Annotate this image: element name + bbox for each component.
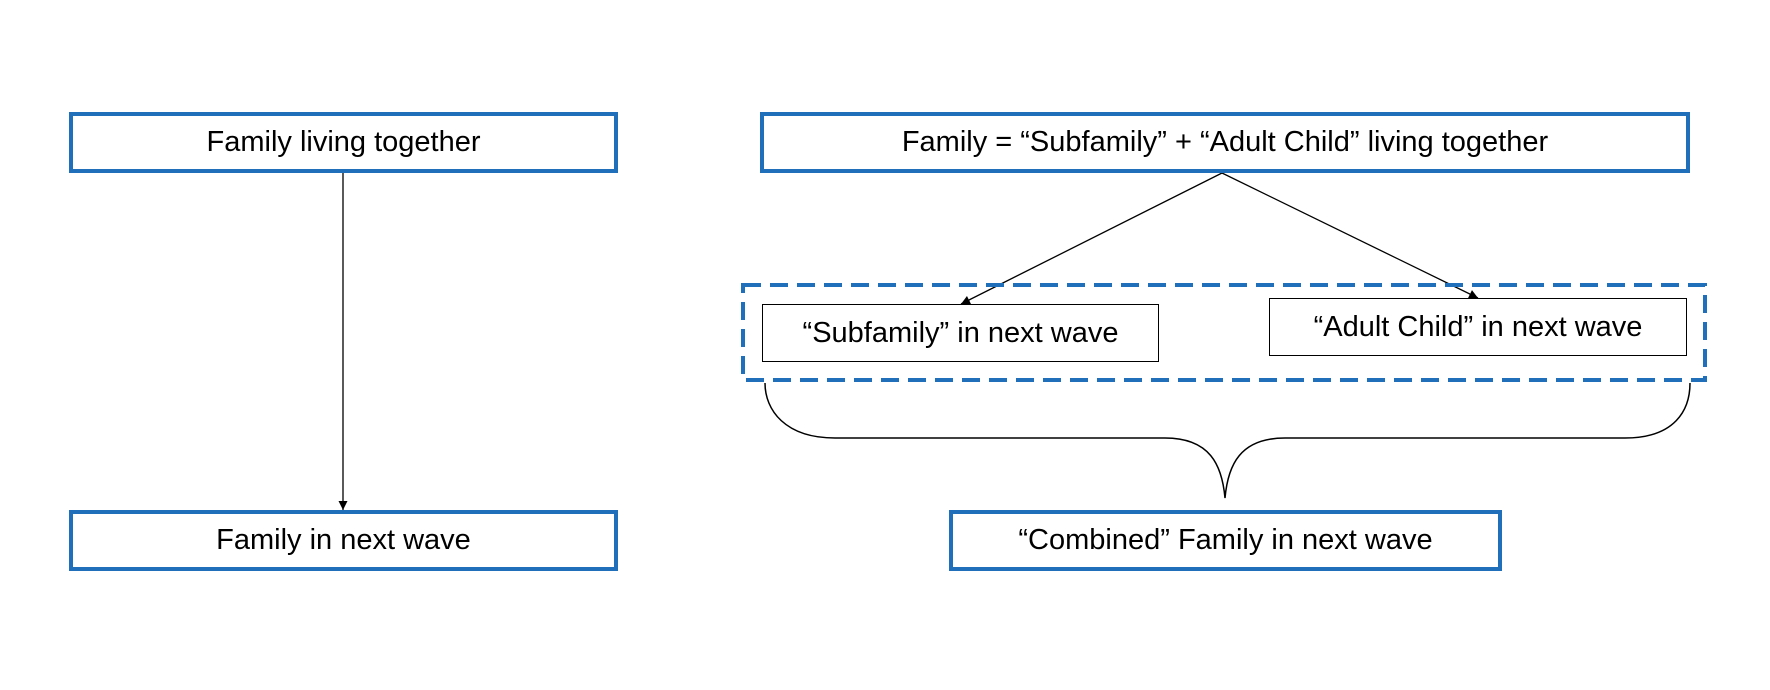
family-living-together-label: Family living together bbox=[206, 126, 481, 158]
combined-family-next-wave-box: “Combined” Family in next wave bbox=[949, 510, 1502, 571]
curly-brace bbox=[764, 382, 1691, 499]
family-subfamily-adult-child-box: Family = “Subfamily” + “Adult Child” liv… bbox=[760, 112, 1690, 173]
subfamily-next-wave-label: “Subfamily” in next wave bbox=[802, 316, 1119, 349]
adult-child-next-wave-label: “Adult Child” in next wave bbox=[1313, 310, 1643, 343]
family-living-together-box: Family living together bbox=[69, 112, 618, 173]
arrow-to-adult-child bbox=[1221, 172, 1479, 299]
family-next-wave-label: Family in next wave bbox=[216, 524, 471, 556]
combined-family-next-wave-label: “Combined” Family in next wave bbox=[1018, 524, 1433, 556]
family-next-wave-box: Family in next wave bbox=[69, 510, 618, 571]
arrow-to-subfamily bbox=[960, 172, 1223, 305]
dashed-group-frame bbox=[741, 283, 1707, 382]
subfamily-next-wave-box: “Subfamily” in next wave bbox=[762, 304, 1159, 362]
family-subfamily-adult-child-label: Family = “Subfamily” + “Adult Child” liv… bbox=[901, 126, 1549, 158]
adult-child-next-wave-box: “Adult Child” in next wave bbox=[1269, 298, 1687, 356]
